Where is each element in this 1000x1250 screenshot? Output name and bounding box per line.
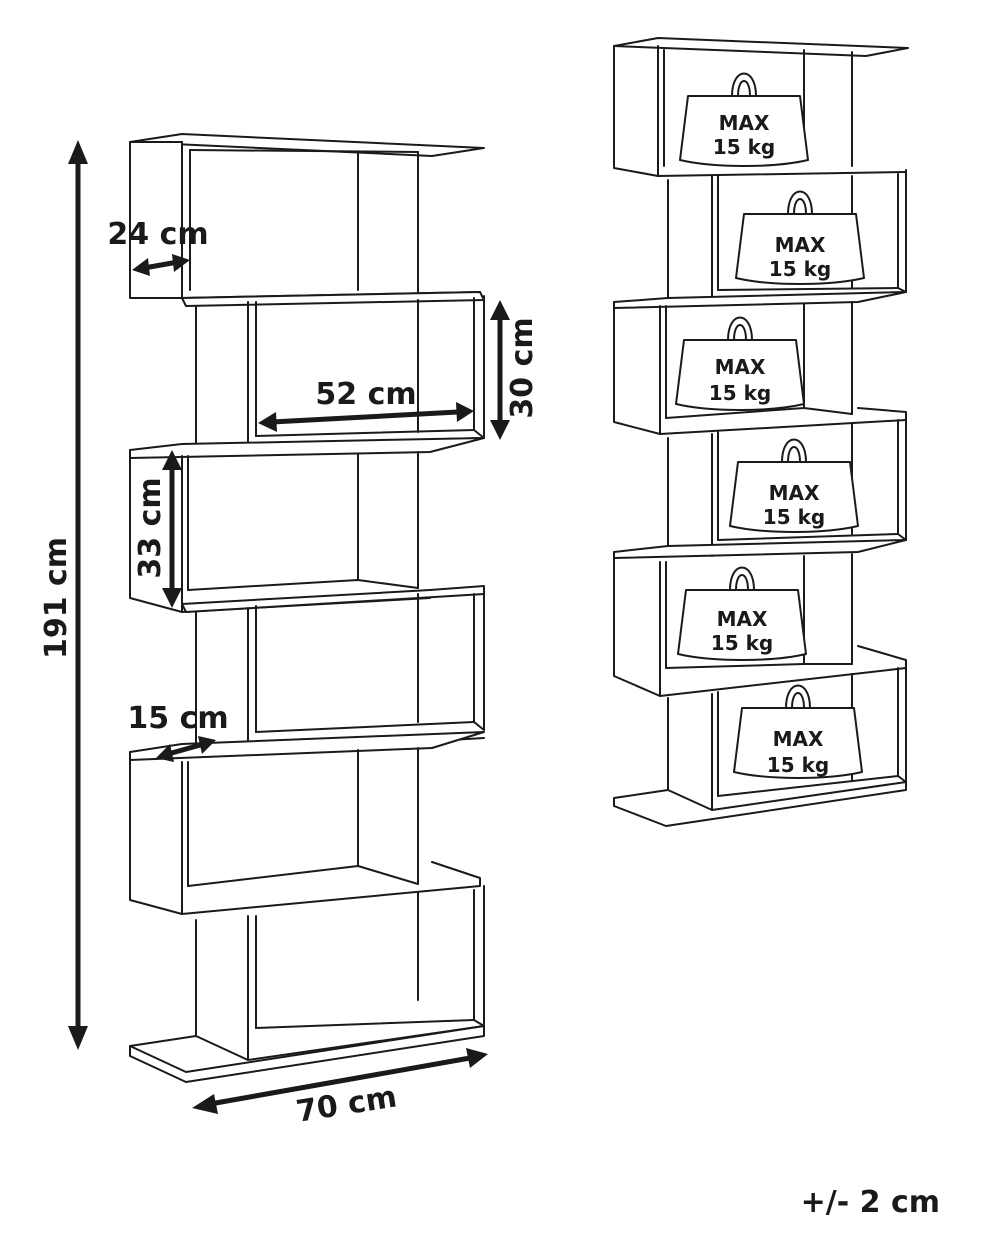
dimension-arrows xyxy=(68,140,510,1114)
depth-lower-label: 15 cm xyxy=(127,701,228,736)
weight-tag-1: MAX 15 kg xyxy=(679,72,809,167)
weight-tag-2: MAX 15 kg xyxy=(735,190,865,285)
weight-value-label: 15 kg xyxy=(767,753,829,777)
shelf-width-label: 52 cm xyxy=(315,377,416,412)
weight-tag-6: MAX 15 kg xyxy=(733,684,863,779)
weight-max-label: MAX xyxy=(773,727,824,751)
weight-value-label: 15 kg xyxy=(711,631,773,655)
weight-max-label: MAX xyxy=(769,481,820,505)
weight-max-label: MAX xyxy=(775,233,826,257)
weight-max-label: MAX xyxy=(715,355,766,379)
left-box-5 xyxy=(129,731,485,915)
weight-value-label: 15 kg xyxy=(763,505,825,529)
tolerance-note: +/- 2 cm xyxy=(801,1185,940,1220)
weight-tag-4: MAX 15 kg xyxy=(729,438,859,533)
weight-value-label: 15 kg xyxy=(769,257,831,281)
shelf-height-upper-label: 30 cm xyxy=(505,317,540,418)
weight-tag-5: MAX 15 kg xyxy=(677,566,807,661)
height-label: 191 cm xyxy=(39,537,74,659)
left-box-3 xyxy=(129,437,485,613)
depth-top-label: 24 cm xyxy=(107,217,208,252)
left-shelf xyxy=(129,133,485,1083)
right-shelf xyxy=(613,37,909,827)
left-box-6 xyxy=(129,885,485,1083)
weight-max-label: MAX xyxy=(719,111,770,135)
weight-max-label: MAX xyxy=(717,607,768,631)
weight-tag-3: MAX 15 kg xyxy=(675,316,805,411)
weight-value-label: 15 kg xyxy=(713,135,775,159)
left-box-1 xyxy=(129,133,485,299)
weight-value-label: 15 kg xyxy=(709,381,771,405)
shelf-height-lower-label: 33 cm xyxy=(133,477,168,578)
